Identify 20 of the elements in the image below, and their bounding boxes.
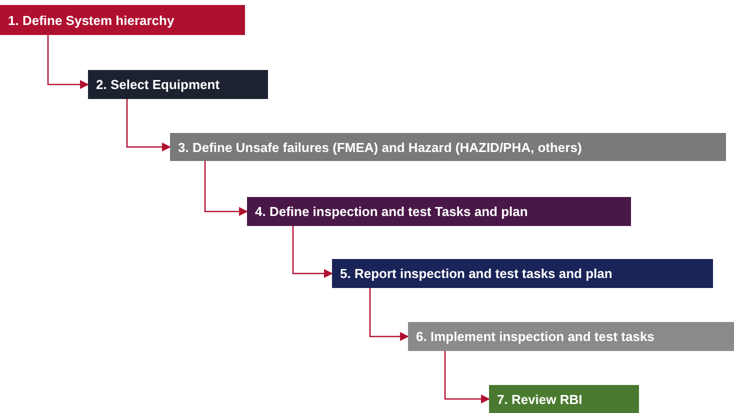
process-box [489,385,639,413]
arrow [292,226,333,278]
step-label: 2. Select Equipment [96,77,220,92]
step-label: 7. Review RBI [497,392,582,406]
process-box [88,70,268,99]
step-label: 3. Define Unsafe failures (FMEA) and Hazard (HAZID/PHA, others) [178,140,582,154]
process-box [170,133,726,161]
arrow [126,99,171,152]
arrow [444,351,490,404]
step-label: 6. Implement inspection and test tasks [416,329,654,344]
arrow [204,161,248,216]
process-box [247,197,631,226]
arrow [47,35,89,90]
process-box [408,322,734,351]
step-label: 5. Report inspection and test tasks and plan [340,266,612,281]
process-box [332,259,713,288]
process-box [0,5,245,35]
step-label: 4. Define inspection and test Tasks and plan [255,204,528,219]
step-label: 1. Define System hierarchy [8,12,174,28]
arrow [369,288,409,342]
